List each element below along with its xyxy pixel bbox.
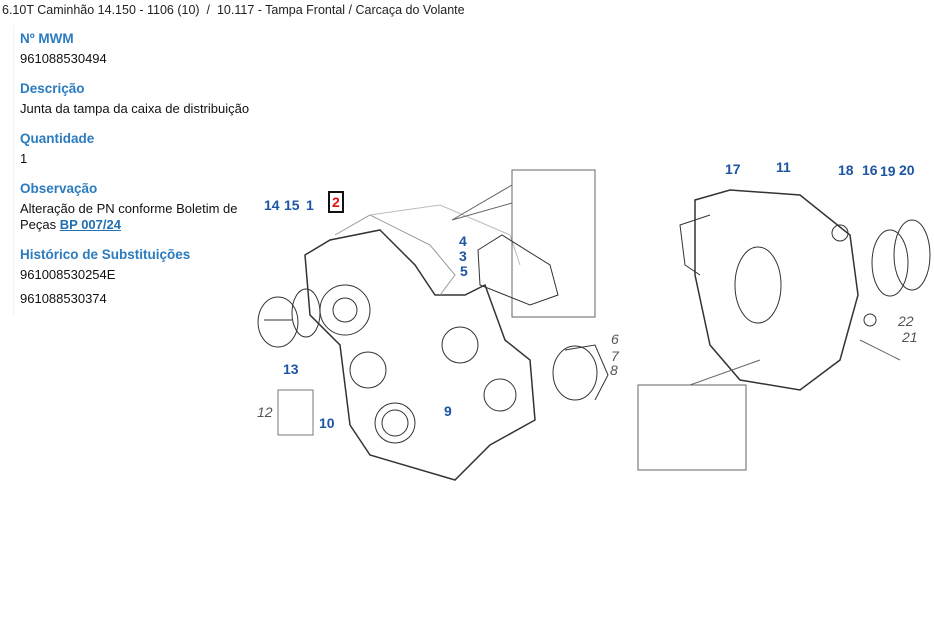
breadcrumb: 6.10T Caminhão 14.150 - 1106 (10) / 10.1…	[2, 3, 465, 17]
callout-5[interactable]: 5	[460, 263, 468, 279]
callout-18[interactable]: 18	[838, 162, 854, 178]
callout-12[interactable]: 12	[257, 404, 273, 420]
bulletin-link[interactable]: BP 007/24	[59, 217, 121, 232]
callout-8[interactable]: 8	[610, 362, 618, 378]
diagram-drawing	[257, 169, 931, 481]
callout-9[interactable]: 9	[444, 403, 452, 419]
breadcrumb-separator: /	[206, 3, 211, 17]
callout-15[interactable]: 15	[284, 197, 300, 213]
quantity-label: Quantidade	[20, 131, 95, 146]
callout-13[interactable]: 13	[283, 361, 299, 377]
callout-22[interactable]: 22	[898, 313, 914, 329]
observation-label: Observação	[20, 181, 98, 196]
callout-7[interactable]: 7	[611, 348, 619, 364]
callout-6[interactable]: 6	[611, 331, 619, 347]
history-item: 961088530374	[20, 291, 107, 306]
callout-10[interactable]: 10	[319, 415, 335, 431]
mwm-value: 961088530494	[20, 51, 107, 66]
callout-11[interactable]: 11	[776, 159, 791, 175]
callout-19[interactable]: 19	[880, 163, 896, 179]
callout-17[interactable]: 17	[725, 161, 741, 177]
description-value: Junta da tampa da caixa de distribuição	[20, 101, 250, 116]
mwm-label: Nº MWM	[20, 31, 74, 46]
callout-2-selected[interactable]: 2	[328, 191, 344, 213]
exploded-parts-diagram: 14 15 1 2 17 11 18 16 19 20 4 3 5 6 7 8 …	[240, 155, 934, 485]
callout-1[interactable]: 1	[306, 197, 314, 213]
breadcrumb-current: 10.117 - Tampa Frontal / Carcaça do Vola…	[216, 3, 465, 17]
callout-4[interactable]: 4	[459, 233, 467, 249]
callout-21[interactable]: 21	[902, 329, 918, 345]
observation-text: Alteração de PN conforme Boletim de	[20, 201, 238, 216]
observation-text-2: Peças BP 007/24	[20, 217, 121, 232]
callout-3[interactable]: 3	[459, 248, 467, 264]
breadcrumb-path[interactable]: 6.10T Caminhão 14.150 - 1106 (10)	[2, 3, 200, 17]
quantity-value: 1	[20, 151, 28, 166]
callout-14[interactable]: 14	[264, 197, 280, 213]
callout-16[interactable]: 16	[862, 162, 878, 178]
part-details-panel	[13, 25, 274, 315]
history-item: 961008530254E	[20, 267, 116, 282]
callout-20[interactable]: 20	[899, 162, 915, 178]
description-label: Descrição	[20, 81, 85, 96]
history-label: Histórico de Substituições	[20, 247, 191, 262]
